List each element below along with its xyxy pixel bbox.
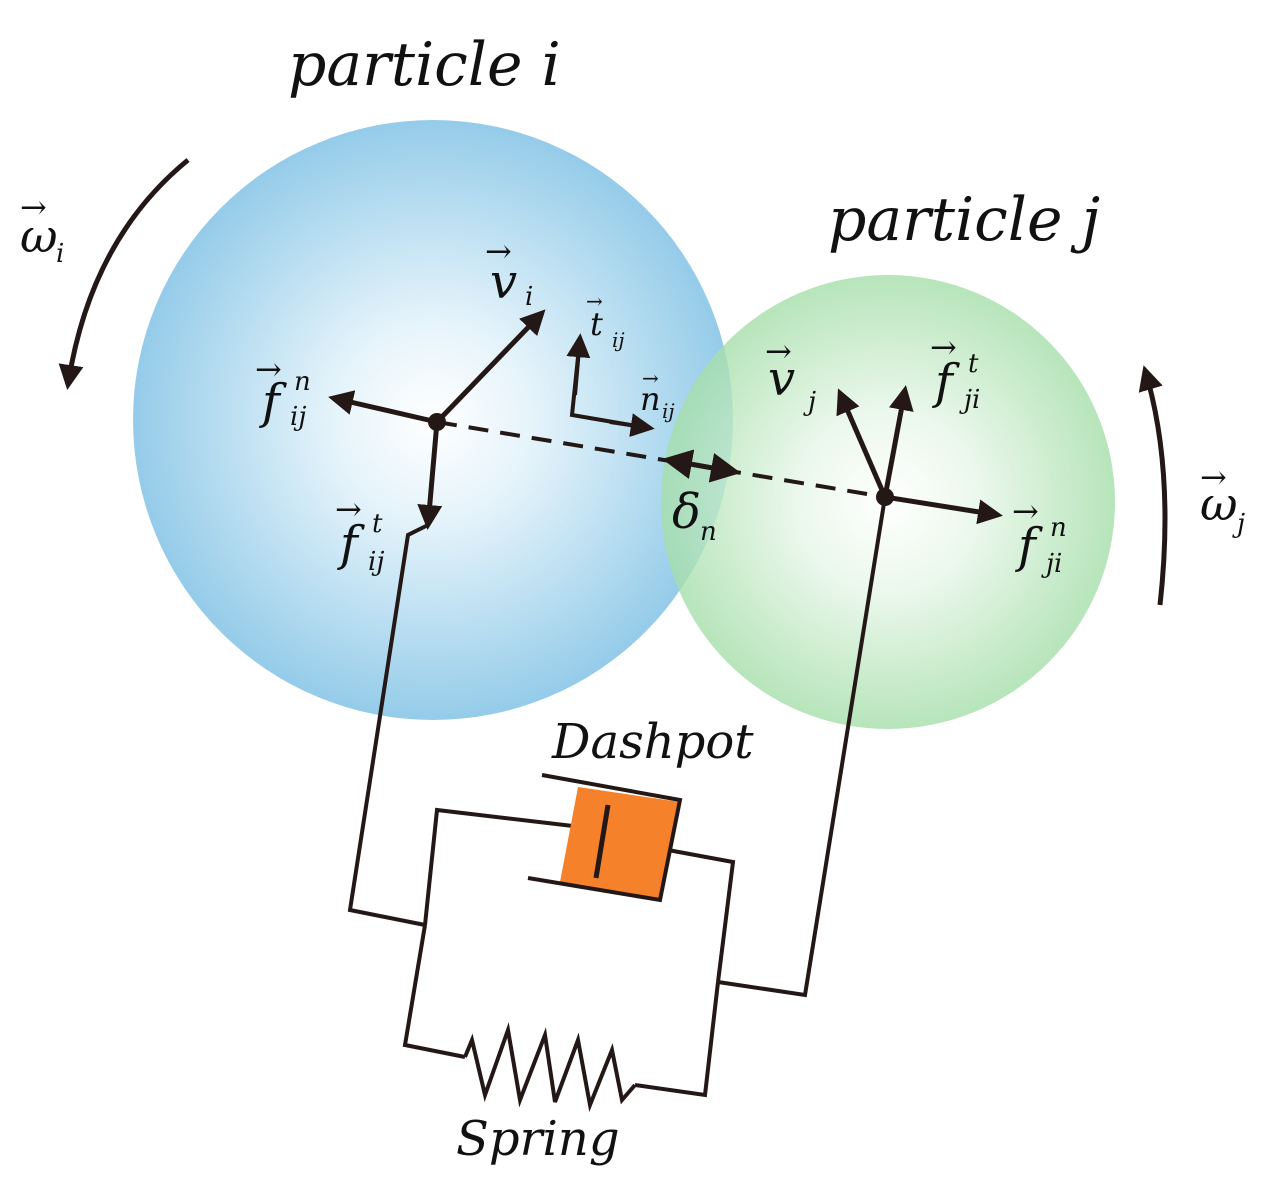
fij-n-vector-mark: →: [255, 350, 282, 388]
fij-n-arrow: [328, 390, 438, 425]
spring-coil: [463, 1022, 637, 1113]
v-j-symbol: v: [768, 351, 795, 407]
fij-t-vector-mark: →: [335, 490, 362, 528]
link-i-wire: [347, 523, 429, 927]
fji-n-vector-mark: →: [1012, 492, 1039, 530]
omega-j-symbol: ω: [1200, 477, 1238, 531]
dashpot-left-wire: [423, 807, 591, 926]
n-ij-sub: ij: [662, 399, 675, 423]
omega-i-symbol: ω: [20, 209, 58, 263]
dashpot-label: Dashpot: [551, 714, 754, 770]
fji-t-sup: t: [968, 349, 979, 379]
v-i-sub: i: [525, 282, 533, 312]
center-line: [436, 420, 886, 499]
v-i-vector-mark: →: [485, 232, 512, 270]
dashpot-right-wire: [667, 848, 736, 983]
t-ij-sub: ij: [612, 328, 625, 352]
t-ij-symbol: t: [590, 305, 603, 343]
n-ij-symbol: n: [640, 380, 661, 418]
omega-i-vector-mark: →: [20, 188, 47, 226]
fji-n-sub: ji: [1041, 549, 1062, 579]
fji-t-sub: ji: [959, 385, 980, 415]
t-ij-vector-mark: →: [586, 289, 603, 313]
particle-i-title: particle i: [288, 30, 561, 100]
omega-j-vector-mark: →: [1200, 458, 1227, 496]
fji-n-sup: n: [1050, 513, 1067, 543]
delta-n-symbol: δ: [672, 484, 701, 540]
fij-n-sup: n: [294, 367, 311, 397]
omega-i-arrow: [58, 158, 190, 390]
center-i: [428, 413, 446, 431]
spring-label: Spring: [456, 1111, 620, 1167]
fji-n-arrow: [884, 494, 1003, 525]
particle-j-title: particle j: [828, 185, 1100, 255]
fji-t-arrow: [882, 385, 914, 498]
spring-right-wire: [634, 981, 720, 1098]
t-ij-arrow: [566, 333, 591, 396]
fij-t-arrow: [417, 421, 443, 530]
fij-t-sup: t: [372, 509, 383, 539]
dashpot-piston: [593, 804, 611, 879]
vi-arrow: [435, 309, 546, 424]
v-j-vector-mark: →: [765, 332, 792, 370]
spring-left-wire: [402, 924, 466, 1059]
fji-t-vector-mark: →: [930, 328, 957, 366]
vj-arrow: [836, 388, 888, 498]
link-j-wire: [717, 496, 887, 998]
dashpot-body: [560, 787, 680, 900]
delta-n-arrow: [662, 449, 741, 483]
fij-n-sub: ij: [290, 402, 306, 432]
n-ij-vector-mark: →: [642, 366, 659, 390]
delta-n-sub: n: [700, 517, 717, 547]
fij-t-sub: ij: [368, 547, 384, 577]
n-ij-arrow: [609, 413, 655, 438]
omega-i-sub: i: [56, 239, 64, 269]
omega-j-arrow: [1138, 365, 1168, 606]
v-i-symbol: v: [490, 254, 517, 310]
dashpot-cylinder: [527, 773, 683, 903]
